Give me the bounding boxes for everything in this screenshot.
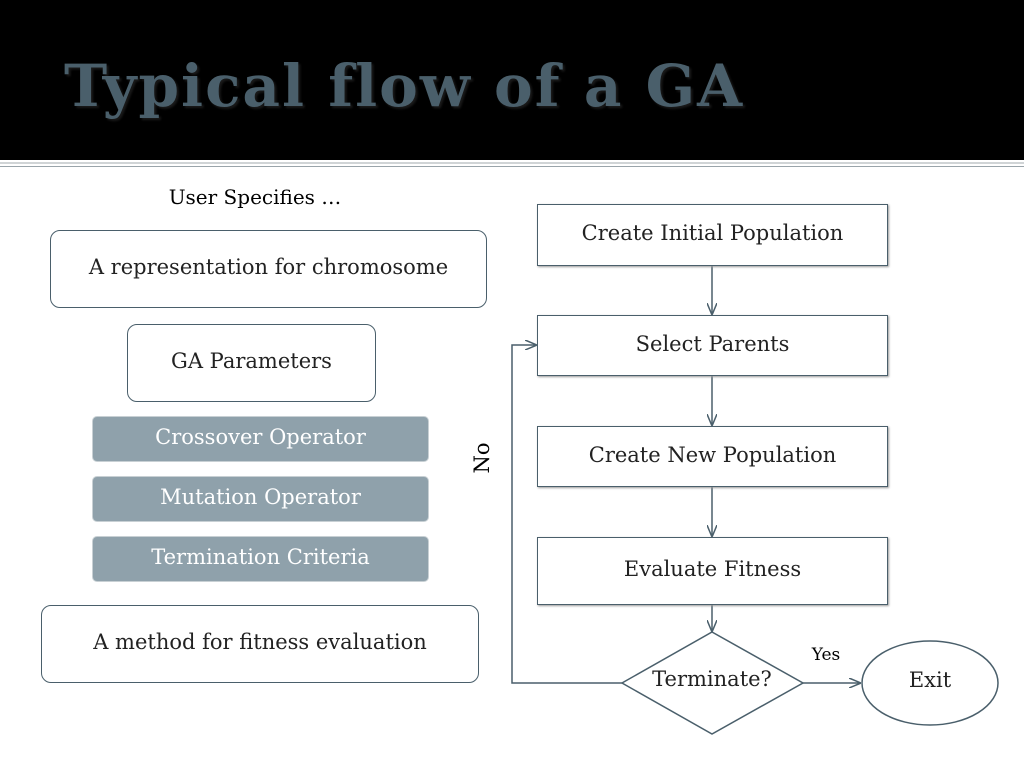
header-bar: Typical flow of a GA bbox=[0, 0, 1024, 160]
ga-parameters-box: GA Parameters bbox=[127, 324, 376, 402]
create-new-population-box: Create New Population bbox=[537, 426, 888, 487]
crossover-operator-box: Crossover Operator bbox=[92, 416, 429, 462]
header-divider bbox=[0, 162, 1024, 164]
mutation-operator-box: Mutation Operator bbox=[92, 476, 429, 522]
representation-box: A representation for chromosome bbox=[50, 230, 487, 308]
decision-diamond bbox=[620, 631, 805, 735]
termination-criteria-box: Termination Criteria bbox=[92, 536, 429, 582]
select-parents-box: Select Parents bbox=[537, 315, 888, 376]
exit-label: Exit bbox=[908, 668, 952, 692]
create-initial-population-box: Create Initial Population bbox=[537, 204, 888, 266]
fitness-method-box: A method for fitness evaluation bbox=[41, 605, 479, 683]
exit-ellipse bbox=[861, 640, 999, 726]
yes-label: Yes bbox=[811, 645, 841, 665]
header-divider-thin bbox=[0, 166, 1024, 167]
evaluate-fitness-box: Evaluate Fitness bbox=[537, 537, 888, 605]
decision-label: Terminate? bbox=[652, 667, 772, 691]
page-title: Typical flow of a GA bbox=[64, 52, 745, 120]
no-label: No bbox=[470, 442, 494, 474]
arrow-no-loop bbox=[511, 345, 622, 684]
user-specifies-heading: User Specifies … bbox=[168, 185, 342, 209]
